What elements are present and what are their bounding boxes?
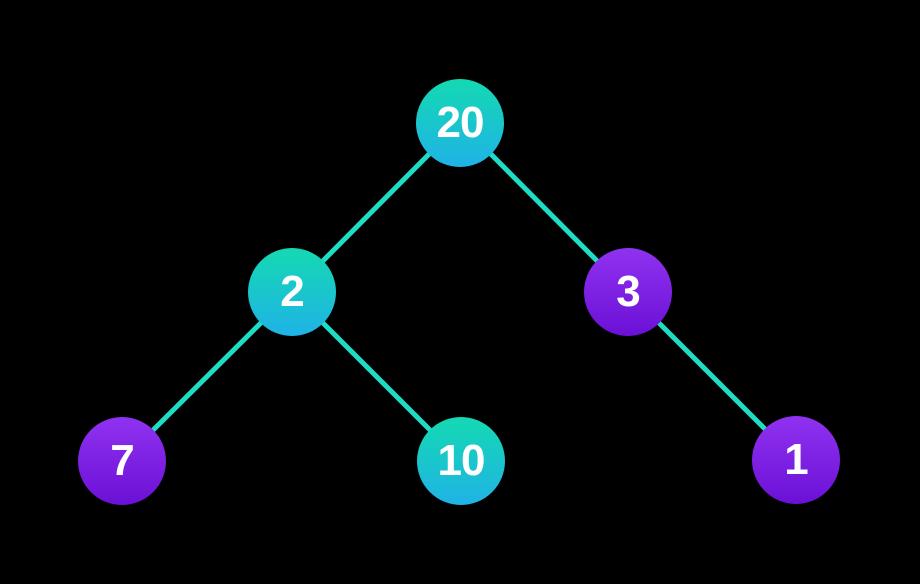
- node-value: 3: [616, 267, 641, 316]
- tree-node-7: 7: [78, 417, 166, 505]
- node-value: 20: [436, 98, 485, 147]
- node-value: 7: [110, 436, 135, 485]
- node-value: 10: [437, 436, 486, 485]
- tree-node-1: 1: [752, 416, 840, 504]
- node-value: 1: [784, 435, 809, 484]
- tree-node-3: 3: [584, 248, 672, 336]
- node-value: 2: [280, 267, 305, 316]
- tree-node-20: 20: [416, 79, 504, 167]
- tree-node-10: 10: [417, 417, 505, 505]
- tree-node-2: 2: [248, 248, 336, 336]
